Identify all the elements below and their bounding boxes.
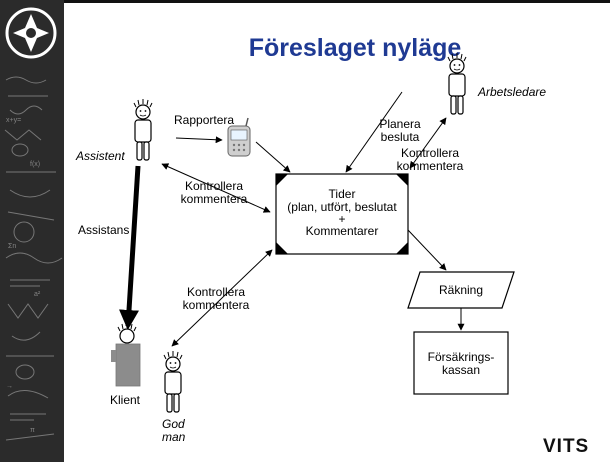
label-assistans: Assistans [78, 223, 130, 237]
forsakringskassan-box [413, 331, 509, 395]
person-icon [133, 99, 153, 161]
center-box-line1: Tider [328, 187, 356, 201]
arrow-godman-box [171, 249, 273, 347]
node-forsakringskassan-line2: kassan [441, 363, 481, 377]
svg-text:a²: a² [34, 291, 41, 298]
actor-god-man-line1: God [162, 417, 185, 431]
actor-arbetsledare: Arbetsledare [478, 85, 547, 99]
arrow-box-rakning [407, 229, 447, 271]
center-box-line2: (plan, utfört, beslutat [287, 200, 397, 214]
label-kommentera-right: kommentera [396, 159, 464, 173]
center-box [275, 173, 409, 255]
label-kontrollera-bottom: Kontrollera [186, 285, 246, 299]
svg-text:x+y=: x+y= [6, 117, 21, 124]
logo-emblem-icon [5, 7, 57, 59]
node-forsakringskassan-line1: Försäkrings- [427, 350, 495, 364]
label-kontrollera-right: Kontrollera [400, 146, 460, 160]
chalkboard-texture: x+y= f(x) Σn a² → π [4, 76, 63, 441]
person-icon [111, 323, 141, 387]
sidebar-decoration: x+y= f(x) Σn a² → π [0, 0, 64, 462]
actor-assistent: Assistent [76, 149, 125, 163]
rakning-shape [407, 271, 515, 309]
arrow-assistent-box [161, 163, 271, 213]
person-icon [163, 351, 183, 413]
actor-klient: Klient [110, 393, 141, 407]
arrow-box-arbetsledare [409, 117, 447, 169]
vits-logo: VITS [543, 436, 590, 457]
label-planera: Planera [379, 117, 421, 131]
svg-text:f(x): f(x) [30, 161, 40, 168]
arrow-phone-box [255, 141, 291, 173]
slide-title: Föreslaget nyläge [248, 34, 462, 62]
center-box-line3: + [338, 212, 346, 226]
arrow-assistent-phone [175, 136, 223, 144]
svg-text:Σn: Σn [8, 243, 16, 250]
center-box-line4: Kommentarer [305, 224, 379, 238]
phone-icon [227, 117, 251, 157]
svg-text:→: → [6, 383, 13, 390]
person-icon [447, 53, 467, 115]
actor-god-man-line2: man [162, 430, 186, 444]
label-rapportera: Rapportera [174, 113, 235, 127]
label-kontrollera-left: Kontrollera [184, 179, 244, 193]
label-kommentera-left: kommentera [180, 192, 248, 206]
arrow-arbetsledare-box [345, 91, 403, 173]
label-kommentera-bottom: kommentera [182, 298, 250, 312]
arrow-assistans [119, 165, 141, 330]
svg-text:π: π [30, 427, 35, 434]
node-rakning: Räkning [438, 283, 484, 297]
label-besluta: besluta [380, 130, 420, 144]
top-border [64, 0, 610, 3]
